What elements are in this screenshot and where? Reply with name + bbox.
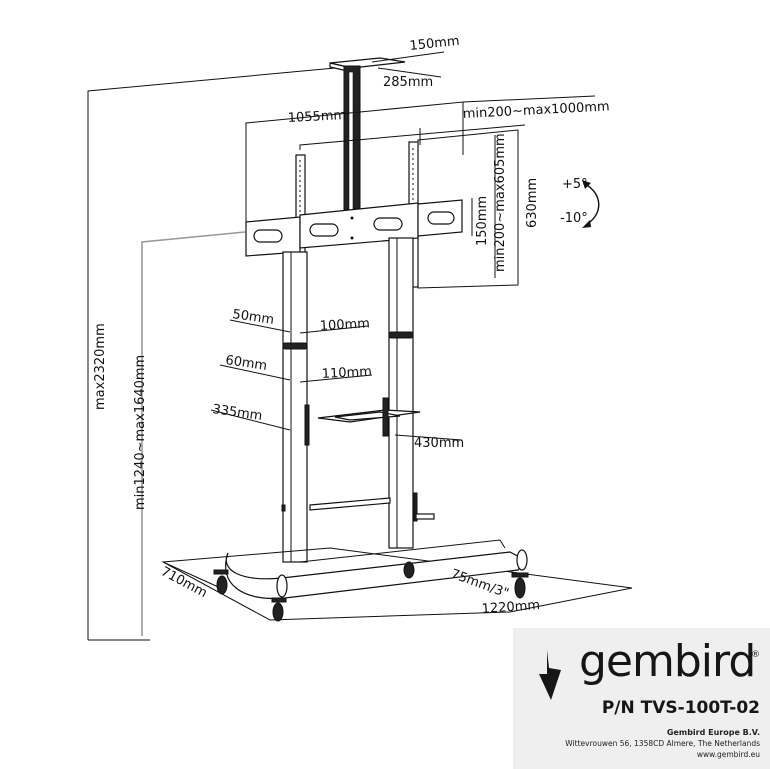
company-name: Gembird Europe B.V. bbox=[666, 728, 760, 737]
plate-150-label: 150mm bbox=[475, 196, 490, 246]
base-frame bbox=[225, 539, 528, 600]
cross-bar bbox=[281, 492, 435, 522]
pole-inner-width-label: 100mm bbox=[319, 316, 370, 334]
brand-label-panel: gembird ® P/N TVS-100T-02 Gembird Europe… bbox=[513, 628, 770, 769]
mount-height-630-label: 630mm bbox=[525, 178, 540, 228]
pole-outer-width-label: 110mm bbox=[321, 364, 372, 382]
tilt-up-label: +5° bbox=[562, 177, 588, 192]
brand-name: gembird bbox=[579, 636, 756, 687]
shelf-width-label: 430mm bbox=[414, 436, 464, 451]
pole-outer-depth-label: 60mm bbox=[224, 353, 268, 374]
caster-front-center bbox=[271, 597, 287, 622]
mount-width-label: 1055mm bbox=[287, 108, 346, 126]
part-number: P/N TVS-100T-02 bbox=[601, 698, 760, 718]
caster-back-center bbox=[403, 561, 415, 579]
base-width-label: 1220mm bbox=[481, 598, 540, 617]
company-website: www.gembird.eu bbox=[696, 750, 760, 759]
vesa-horizontal-label: min200~max1000mm bbox=[462, 99, 610, 122]
mount-height-range-label: min1240~max1640mm bbox=[133, 355, 148, 510]
top-plate-width-label: 150mm bbox=[409, 34, 460, 54]
vesa-vertical-label: min200~max605mm bbox=[493, 133, 508, 272]
caster-front-left bbox=[213, 569, 229, 595]
base-depth-label: 710mm bbox=[158, 564, 209, 601]
registered-mark: ® bbox=[751, 650, 760, 660]
tilt-down-label: -10° bbox=[560, 211, 588, 226]
mounting-bar bbox=[245, 199, 463, 257]
pole-inner-depth-label: 50mm bbox=[231, 307, 275, 328]
poles bbox=[282, 237, 414, 563]
pole-dimension-lines bbox=[210, 319, 463, 441]
top-plate-depth-label: 285mm bbox=[383, 75, 433, 90]
shelf bbox=[304, 397, 421, 446]
company-address: Wittevrouwen 56, 1358CD Almere, The Neth… bbox=[565, 739, 760, 748]
max-height-dimension bbox=[87, 67, 336, 641]
max-height-label: max2320mm bbox=[93, 323, 108, 410]
width-dimension-lines bbox=[245, 95, 596, 232]
casters bbox=[213, 561, 529, 622]
tilt-arrow-icon bbox=[582, 180, 600, 228]
mount-height-dimension bbox=[141, 231, 246, 636]
floor-plane bbox=[161, 547, 633, 621]
shelf-depth-label: 335mm bbox=[211, 402, 263, 424]
caster-right bbox=[511, 572, 529, 599]
arrow-bolt-icon bbox=[539, 650, 561, 700]
